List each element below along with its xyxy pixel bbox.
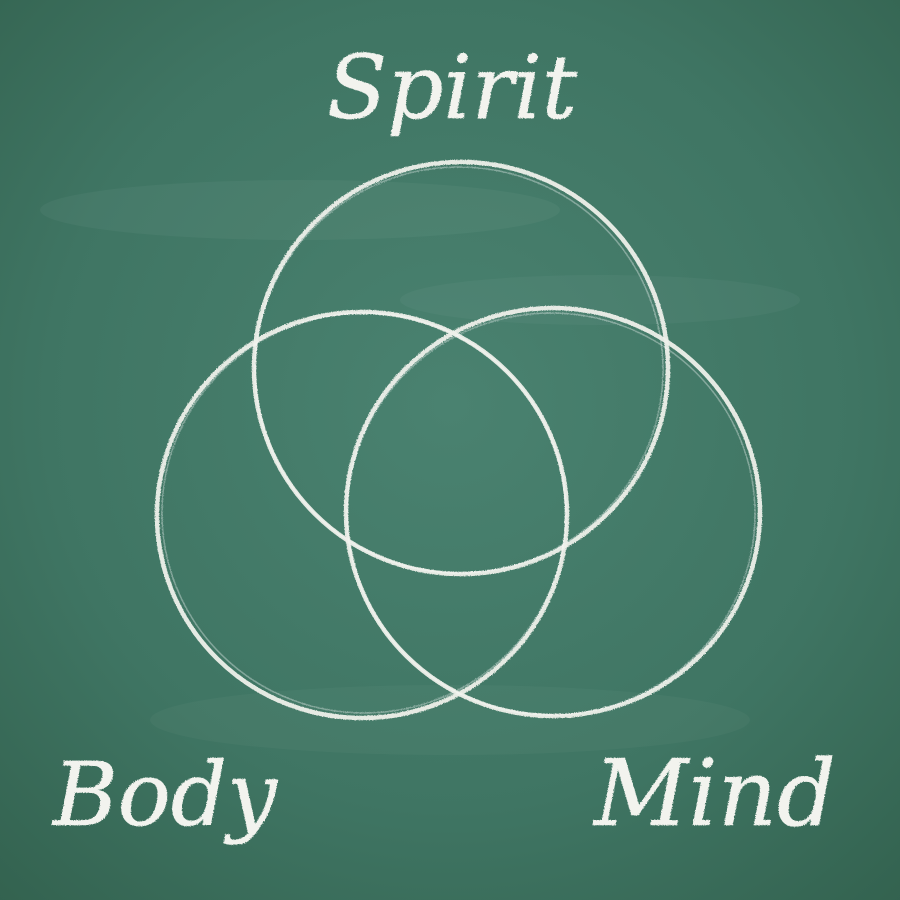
spirit-circle-trace <box>254 166 664 574</box>
mind-circle-trace <box>346 312 756 716</box>
eraser-smudge <box>400 275 800 325</box>
body-circle <box>154 309 570 721</box>
mind-label: Mind <box>592 740 836 847</box>
mind-circle <box>343 305 763 719</box>
eraser-smudge <box>40 180 560 240</box>
spirit-circle <box>251 159 671 577</box>
body-label: Body <box>51 743 278 846</box>
spirit-label: Spirit <box>327 36 578 139</box>
body-circle-trace <box>161 312 567 714</box>
